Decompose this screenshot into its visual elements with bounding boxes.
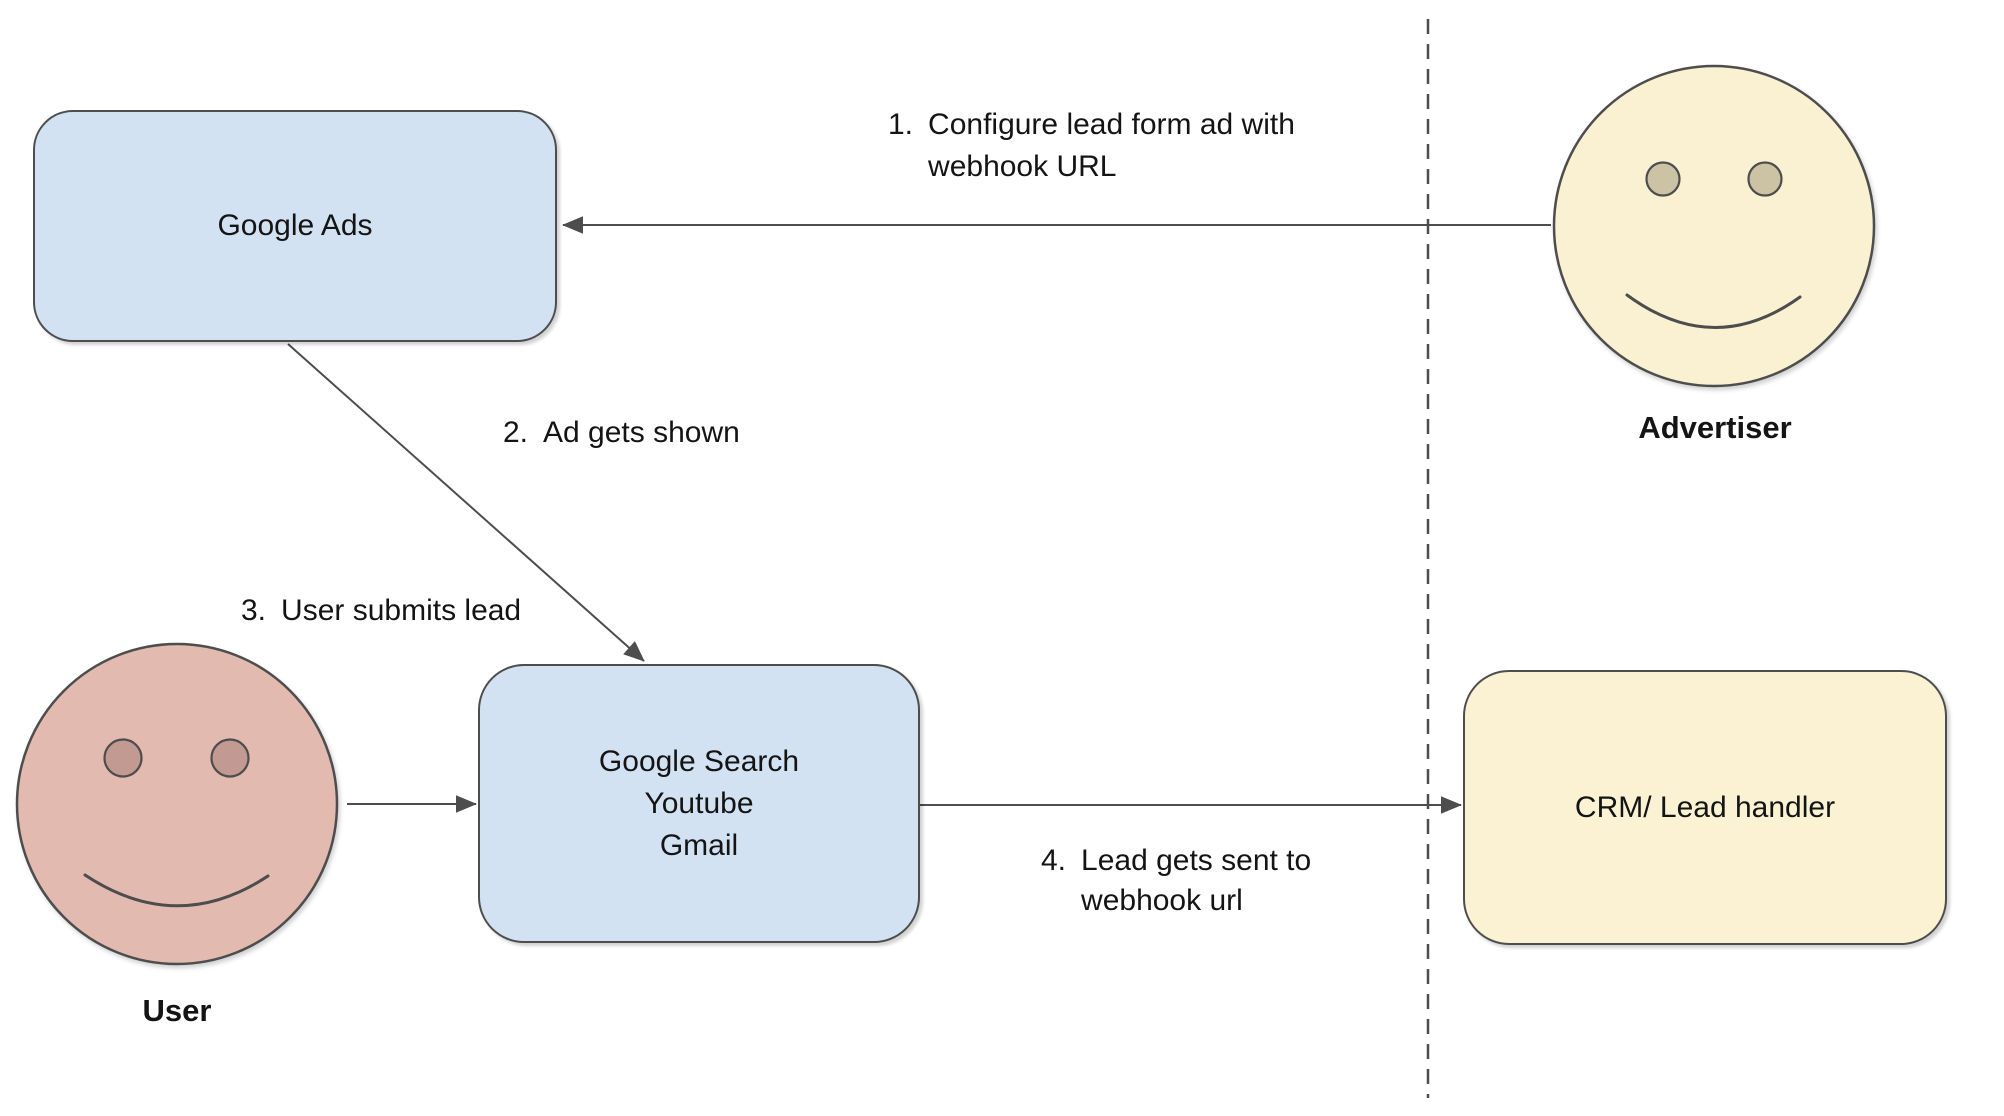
surfaces-label-line1: Google Search <box>598 744 800 778</box>
crm-lead-handler-node: CRM/ Lead handler <box>1463 670 1947 945</box>
step-3-annotation: 3. User submits lead <box>241 590 521 632</box>
advertiser-label: Advertiser <box>1638 410 1792 445</box>
step-4-number: 4. <box>1041 844 1067 877</box>
step-1-annotation: 1. Configure lead form ad with webhook U… <box>888 104 1295 188</box>
crm-label: CRM/ Lead handler <box>1574 790 1836 824</box>
step-1-text: Configure lead form ad with webhook URL <box>928 104 1295 188</box>
google-surfaces-node: Google Search Youtube Gmail <box>478 664 920 943</box>
step-2-number: 2. <box>503 416 529 449</box>
step-4-text-line2: webhook url <box>1081 884 1243 917</box>
step-1-number: 1. <box>888 108 914 141</box>
step-2-text: Ad gets shown <box>543 416 740 449</box>
google-ads-label: Google Ads <box>217 209 373 242</box>
step-4-annotation: 4. Lead gets sent to webhook url <box>1041 841 1311 921</box>
google-ads-node: Google Ads <box>33 110 557 342</box>
step-2-annotation: 2. Ad gets shown <box>503 412 740 454</box>
user-label: User <box>142 993 212 1028</box>
step-4-text-line1: Lead gets sent to <box>1081 844 1312 877</box>
step-3-text: User submits lead <box>281 594 522 627</box>
step-1-text-line2: webhook URL <box>928 150 1117 183</box>
surfaces-label-line2: Youtube <box>644 786 754 820</box>
surfaces-label-line3: Gmail <box>659 828 739 862</box>
step-3-number: 3. <box>241 594 267 627</box>
step-4-text: Lead gets sent to webhook url <box>1081 841 1311 921</box>
step-1-text-line1: Configure lead form ad with <box>928 108 1295 141</box>
user-face-icon <box>15 642 339 966</box>
advertiser-face-icon <box>1552 64 1876 388</box>
